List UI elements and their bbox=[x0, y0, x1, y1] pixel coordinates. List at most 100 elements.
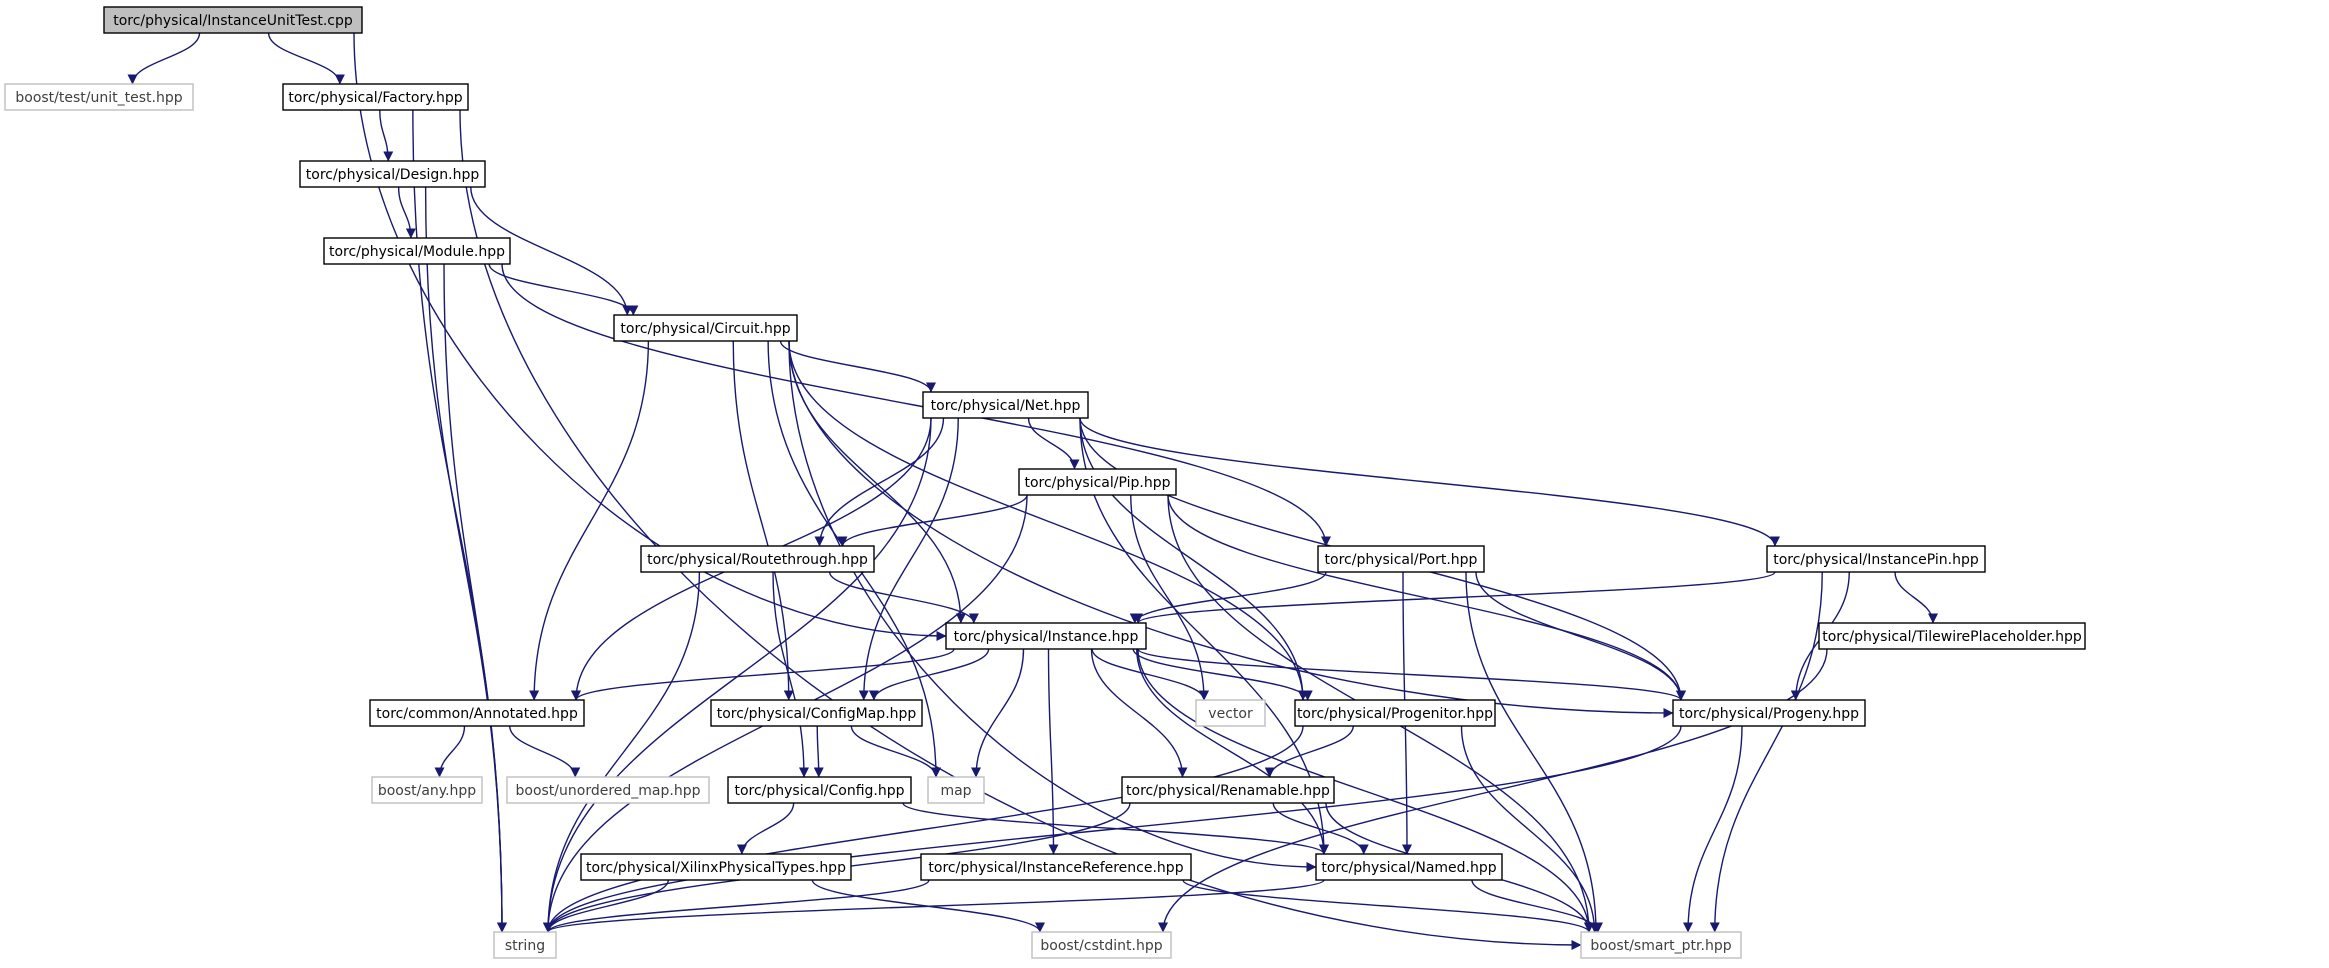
node-label: torc/common/Annotated.hpp bbox=[376, 706, 578, 722]
node-label: torc/physical/Pip.hpp bbox=[1024, 475, 1170, 491]
edge-net-to-configmap bbox=[858, 417, 959, 701]
node-renamable[interactable]: torc/physical/Renamable.hpp bbox=[1121, 776, 1335, 804]
edge-instancepin-to-smartptr bbox=[1709, 571, 1823, 933]
node-box bbox=[4, 83, 194, 111]
edge-circuit-to-progenitor bbox=[788, 340, 1308, 701]
node-box bbox=[369, 699, 585, 727]
node-smartptr: boost/smart_ptr.hpp bbox=[1580, 931, 1742, 959]
node-design[interactable]: torc/physical/Design.hpp bbox=[299, 160, 486, 188]
node-named[interactable]: torc/physical/Named.hpp bbox=[1315, 853, 1503, 881]
edge-root-to-unit_test bbox=[127, 32, 201, 85]
node-box bbox=[1031, 931, 1172, 959]
node-tileplace[interactable]: torc/physical/TilewirePlaceholder.hpp bbox=[1818, 622, 2086, 650]
edge-net-to-pip bbox=[1027, 417, 1080, 470]
node-routethrough[interactable]: torc/physical/Routethrough.hpp bbox=[640, 545, 875, 573]
node-net[interactable]: torc/physical/Net.hpp bbox=[922, 391, 1089, 419]
node-box bbox=[927, 776, 985, 804]
node-box bbox=[1195, 699, 1266, 727]
node-label: vector bbox=[1208, 706, 1253, 722]
edge-named-to-smartptr bbox=[1471, 879, 1603, 933]
edge-progeny-to-string bbox=[543, 725, 1682, 933]
edge-instance-to-instref bbox=[1047, 648, 1059, 855]
edge-instance-to-smartptr bbox=[1137, 648, 1594, 933]
node-label: torc/physical/Circuit.hpp bbox=[620, 321, 790, 337]
node-box bbox=[299, 160, 486, 188]
edge-instance-to-vector bbox=[1091, 648, 1209, 701]
node-annotated[interactable]: torc/common/Annotated.hpp bbox=[369, 699, 585, 727]
edge-module-to-string bbox=[443, 263, 507, 933]
node-config[interactable]: torc/physical/Config.hpp bbox=[727, 776, 912, 804]
edge-instref-to-smartptr bbox=[1182, 879, 1594, 933]
edge-module-to-circuit bbox=[488, 263, 639, 316]
node-root[interactable]: torc/physical/InstanceUnitTest.cpp bbox=[103, 6, 363, 34]
node-layer: torc/physical/InstanceUnitTest.cpp boost/… bbox=[4, 6, 2086, 959]
edge-instance-to-progeny bbox=[1137, 648, 1686, 701]
edge-circuit-to-instance bbox=[788, 340, 966, 624]
edge-config-to-xilinx bbox=[736, 802, 795, 855]
node-box bbox=[371, 776, 483, 804]
node-progeny[interactable]: torc/physical/Progeny.hpp bbox=[1672, 699, 1866, 727]
node-string: string bbox=[493, 931, 557, 959]
edge-annotated-to-any bbox=[434, 725, 466, 778]
node-box bbox=[640, 545, 875, 573]
node-box bbox=[945, 622, 1147, 650]
edge-instancepin-to-tileplace bbox=[1894, 571, 1938, 624]
edge-circuit-to-named bbox=[788, 340, 1317, 872]
node-box bbox=[1315, 853, 1503, 881]
node-label: boost/test/unit_test.hpp bbox=[15, 90, 182, 106]
edge-routethrough-to-instance bbox=[828, 571, 979, 624]
edge-net-to-string bbox=[543, 417, 932, 933]
node-label: torc/physical/TilewirePlaceholder.hpp bbox=[1822, 629, 2082, 645]
edge-instance-to-configmap bbox=[868, 648, 990, 701]
node-factory[interactable]: torc/physical/Factory.hpp bbox=[282, 83, 469, 111]
node-label: boost/smart_ptr.hpp bbox=[1590, 938, 1731, 954]
node-instref[interactable]: torc/physical/InstanceReference.hpp bbox=[920, 853, 1192, 881]
edge-instancepin-to-instance bbox=[1133, 571, 1776, 624]
edge-net-to-routethrough bbox=[814, 417, 945, 547]
edge-configmap-to-config bbox=[813, 725, 824, 778]
node-box bbox=[323, 237, 511, 265]
node-box bbox=[710, 699, 923, 727]
node-label: torc/physical/InstancePin.hpp bbox=[1773, 552, 1979, 568]
edge-progenitor-to-string bbox=[543, 725, 1304, 933]
edge-factory-to-smartptr bbox=[459, 109, 1582, 950]
edge-design-to-circuit bbox=[470, 186, 633, 316]
node-box bbox=[1121, 776, 1335, 804]
node-box bbox=[1317, 545, 1485, 573]
node-instancepin[interactable]: torc/physical/InstancePin.hpp bbox=[1766, 545, 1986, 573]
node-progenitor[interactable]: torc/physical/Progenitor.hpp bbox=[1294, 699, 1496, 727]
node-circuit[interactable]: torc/physical/Circuit.hpp bbox=[613, 314, 798, 342]
edge-net-to-instancepin bbox=[1079, 417, 1780, 547]
edge-port-to-smartptr bbox=[1465, 571, 1601, 933]
edge-routethrough-to-string bbox=[543, 571, 701, 933]
edge-configmap-to-map bbox=[850, 725, 941, 778]
edge-circuit-to-configmap bbox=[732, 340, 794, 701]
edge-named-to-string bbox=[543, 879, 1325, 933]
node-label: boost/cstdint.hpp bbox=[1040, 938, 1162, 954]
node-box bbox=[1580, 931, 1742, 959]
node-umap: boost/unordered_map.hpp bbox=[506, 776, 710, 804]
node-module[interactable]: torc/physical/Module.hpp bbox=[323, 237, 511, 265]
edge-renamable-to-named bbox=[1272, 802, 1369, 855]
edge-routethrough-to-config bbox=[772, 571, 809, 778]
node-label: torc/physical/Config.hpp bbox=[734, 783, 904, 799]
node-box bbox=[1672, 699, 1866, 727]
node-cstdint: boost/cstdint.hpp bbox=[1031, 931, 1172, 959]
node-box bbox=[1018, 468, 1177, 496]
edge-instance-to-progenitor bbox=[1132, 648, 1313, 701]
node-label: torc/physical/Renamable.hpp bbox=[1126, 783, 1330, 799]
edge-port-to-progeny bbox=[1475, 571, 1686, 701]
node-vector: vector bbox=[1195, 699, 1266, 727]
node-box bbox=[1294, 699, 1496, 727]
node-label: torc/physical/ConfigMap.hpp bbox=[717, 706, 917, 722]
node-instance[interactable]: torc/physical/Instance.hpp bbox=[945, 622, 1147, 650]
node-label: torc/physical/Progenitor.hpp bbox=[1297, 706, 1493, 722]
edge-design-to-module bbox=[397, 186, 416, 239]
node-label: boost/any.hpp bbox=[378, 783, 476, 799]
node-pip[interactable]: torc/physical/Pip.hpp bbox=[1018, 468, 1177, 496]
node-port[interactable]: torc/physical/Port.hpp bbox=[1317, 545, 1485, 573]
edge-root-to-factory bbox=[267, 32, 345, 85]
node-configmap[interactable]: torc/physical/ConfigMap.hpp bbox=[710, 699, 923, 727]
node-any: boost/any.hpp bbox=[371, 776, 483, 804]
node-xilinx[interactable]: torc/physical/XilinxPhysicalTypes.hpp bbox=[580, 853, 852, 881]
